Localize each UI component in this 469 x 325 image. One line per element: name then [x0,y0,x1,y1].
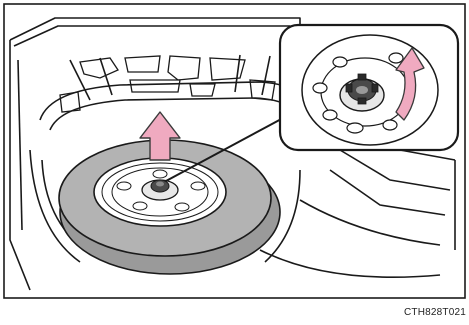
inset-detail [280,25,458,150]
figure-code-label: CTH828T021 [404,307,466,318]
